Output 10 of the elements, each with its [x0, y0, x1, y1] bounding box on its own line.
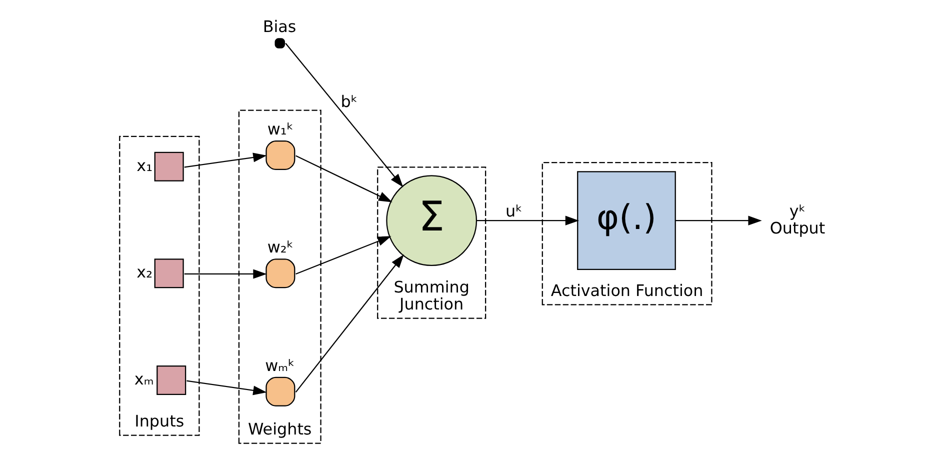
edge-label: bᵏ: [340, 92, 358, 112]
node-text: yᵏ Output: [770, 201, 826, 238]
node-label: w₂ᵏ: [267, 238, 294, 257]
edge-label: uᵏ: [506, 201, 522, 220]
node-label: x₁: [136, 156, 152, 175]
node-label: x₂: [136, 262, 152, 282]
node-label: w₁ᵏ: [267, 119, 294, 138]
node-label: Bias: [262, 17, 296, 36]
node-label: xₘ: [134, 369, 154, 388]
node-label: wₘᵏ: [265, 356, 295, 375]
